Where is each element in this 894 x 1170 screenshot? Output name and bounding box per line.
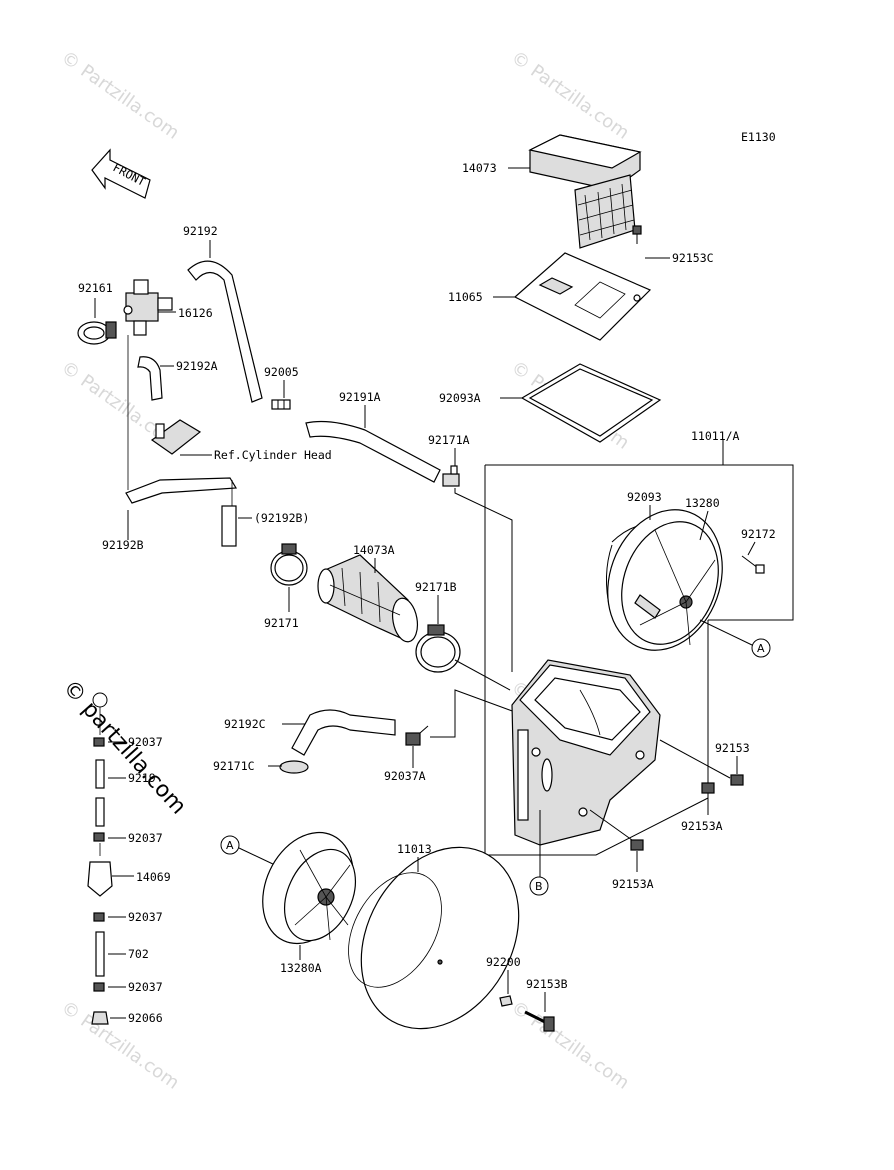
label-92093a: 92093A <box>439 391 481 405</box>
label-14073: 14073 <box>462 161 497 175</box>
label-92037-2: 92037 <box>128 831 163 845</box>
foam-element-14073 <box>528 134 642 249</box>
label-92153a-right: 92153A <box>681 819 723 833</box>
watermark: © Partzilla.com <box>57 47 183 144</box>
label-92153: 92153 <box>715 741 750 755</box>
callout-a-lower: A <box>226 839 234 852</box>
label-92037-4: 92037 <box>128 980 163 994</box>
label-13280a: 13280A <box>280 961 322 975</box>
valve-16126 <box>123 279 173 336</box>
diagram-code: E1130 <box>741 130 776 144</box>
label-11013: 11013 <box>397 842 432 856</box>
bolt-92153a-right <box>701 782 715 794</box>
filter-element-11013 <box>348 846 520 1030</box>
label-92192b-paren: (92192B) <box>254 511 309 525</box>
hose-92192c <box>291 709 396 756</box>
label-92153a-bottom: 92153A <box>612 877 654 891</box>
gasket-92093a <box>520 363 662 443</box>
label-92191a: 92191A <box>339 390 381 404</box>
watermark: © Partzilla.com <box>507 47 633 144</box>
clamp-92171 <box>270 543 308 586</box>
label-92200: 92200 <box>486 955 521 969</box>
label-92192: 92192 <box>183 224 218 238</box>
hose-92192 <box>187 260 263 403</box>
cover-13280 <box>605 509 723 651</box>
label-14069: 14069 <box>136 870 171 884</box>
hose-92191a <box>305 420 441 483</box>
clip-92037a <box>405 725 429 746</box>
plate-11065 <box>513 252 652 341</box>
label-92161: 92161 <box>78 281 113 295</box>
clamp-92171b <box>415 624 461 673</box>
label-92066: 92066 <box>128 1011 163 1025</box>
label-16126: 16126 <box>178 306 213 320</box>
bolt-92153b <box>524 1010 555 1032</box>
label-92037-1: 92037 <box>128 735 163 749</box>
boot-14073a <box>317 554 419 643</box>
bolt-92153c <box>632 225 642 244</box>
label-92093: 92093 <box>627 490 662 504</box>
callout-a: A <box>757 642 765 655</box>
label-92192a: 92192A <box>176 359 218 373</box>
air-box-housing <box>511 659 661 846</box>
label-92192c: 92192C <box>224 717 266 731</box>
label-14073a: 14073A <box>353 543 395 557</box>
label-702: 702 <box>128 947 149 961</box>
label-92171a: 92171A <box>428 433 470 447</box>
clip-92171a <box>442 465 460 487</box>
label-92171b: 92171B <box>415 580 457 594</box>
label-92171: 92171 <box>264 616 299 630</box>
label-92153c: 92153C <box>672 251 714 265</box>
watermark: © Partzilla.com <box>57 997 183 1094</box>
label-9219x: 9219 <box>128 771 156 785</box>
label-92171c: 92171C <box>213 759 255 773</box>
label-92172: 92172 <box>741 527 776 541</box>
label-92192b: 92192B <box>102 538 144 552</box>
watermark-large: © partzilla.com <box>58 675 191 819</box>
label-11011a: 11011/A <box>691 429 740 443</box>
bolt-92153a-bottom <box>630 839 644 851</box>
label-92037-3: 92037 <box>128 910 163 924</box>
label-13280: 13280 <box>685 496 720 510</box>
label-92005: 92005 <box>264 365 299 379</box>
label-11065: 11065 <box>448 290 483 304</box>
label-92153b: 92153B <box>526 977 568 991</box>
ref-cylinder-head: Ref.Cylinder Head <box>214 448 332 462</box>
washer-92200 <box>499 995 513 1007</box>
label-92037a: 92037A <box>384 769 426 783</box>
fitting-92005 <box>271 399 291 410</box>
clip-92171c <box>279 760 309 774</box>
front-arrow-icon: FRONT <box>91 148 151 199</box>
bolt-92153 <box>730 774 744 786</box>
hose-92192a <box>137 356 163 401</box>
vent-tube <box>125 335 238 547</box>
filter-frame-13280a <box>262 831 356 945</box>
clamp-92161 <box>77 321 117 345</box>
breather-assembly <box>87 692 113 1025</box>
reed-valve <box>150 419 202 455</box>
screw-92172 <box>741 555 765 574</box>
callout-b: B <box>535 880 543 893</box>
